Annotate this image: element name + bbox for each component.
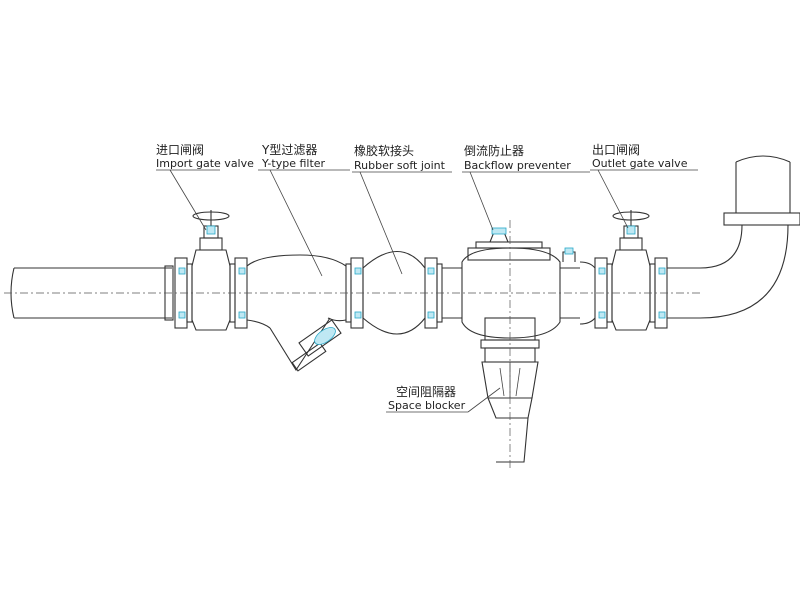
label-cn: 出口闸阀 — [592, 143, 640, 157]
leader-lines — [156, 169, 698, 413]
label-en: Rubber soft joint — [354, 159, 446, 172]
label-space-blocker: 空间阻隔器 Space blocker — [388, 385, 466, 412]
import-gate-valve — [174, 210, 248, 331]
label-cn: 进口闸阀 — [156, 143, 204, 157]
label-cn: 倒流防止器 — [464, 143, 524, 158]
label-backflow-preventer: 倒流防止器 Backflow preventer — [464, 143, 571, 172]
label-en: Outlet gate valve — [592, 157, 688, 170]
label-rubber-soft-joint: 橡胶软接头 Rubber soft joint — [354, 143, 446, 172]
label-cn: 橡胶软接头 — [354, 143, 414, 158]
label-en: Space blocker — [388, 399, 466, 412]
label-cn: 空间阻隔器 — [396, 385, 456, 399]
label-cn: Y型过滤器 — [261, 143, 317, 157]
label-outlet-gate-valve: 出口闸阀 Outlet gate valve — [592, 143, 688, 170]
label-en: Backflow preventer — [464, 159, 571, 172]
label-y-type-filter: Y型过滤器 Y-type filter — [261, 143, 326, 170]
outlet-gate-valve — [594, 210, 668, 331]
label-en: Y-type filter — [261, 157, 326, 170]
label-import-gate-valve: 进口闸阀 Import gate valve — [156, 143, 254, 170]
label-en: Import gate valve — [156, 157, 254, 170]
y-type-filter — [246, 254, 347, 372]
backflow-preventer — [442, 227, 596, 363]
outlet-elbow-pipe — [667, 155, 800, 319]
